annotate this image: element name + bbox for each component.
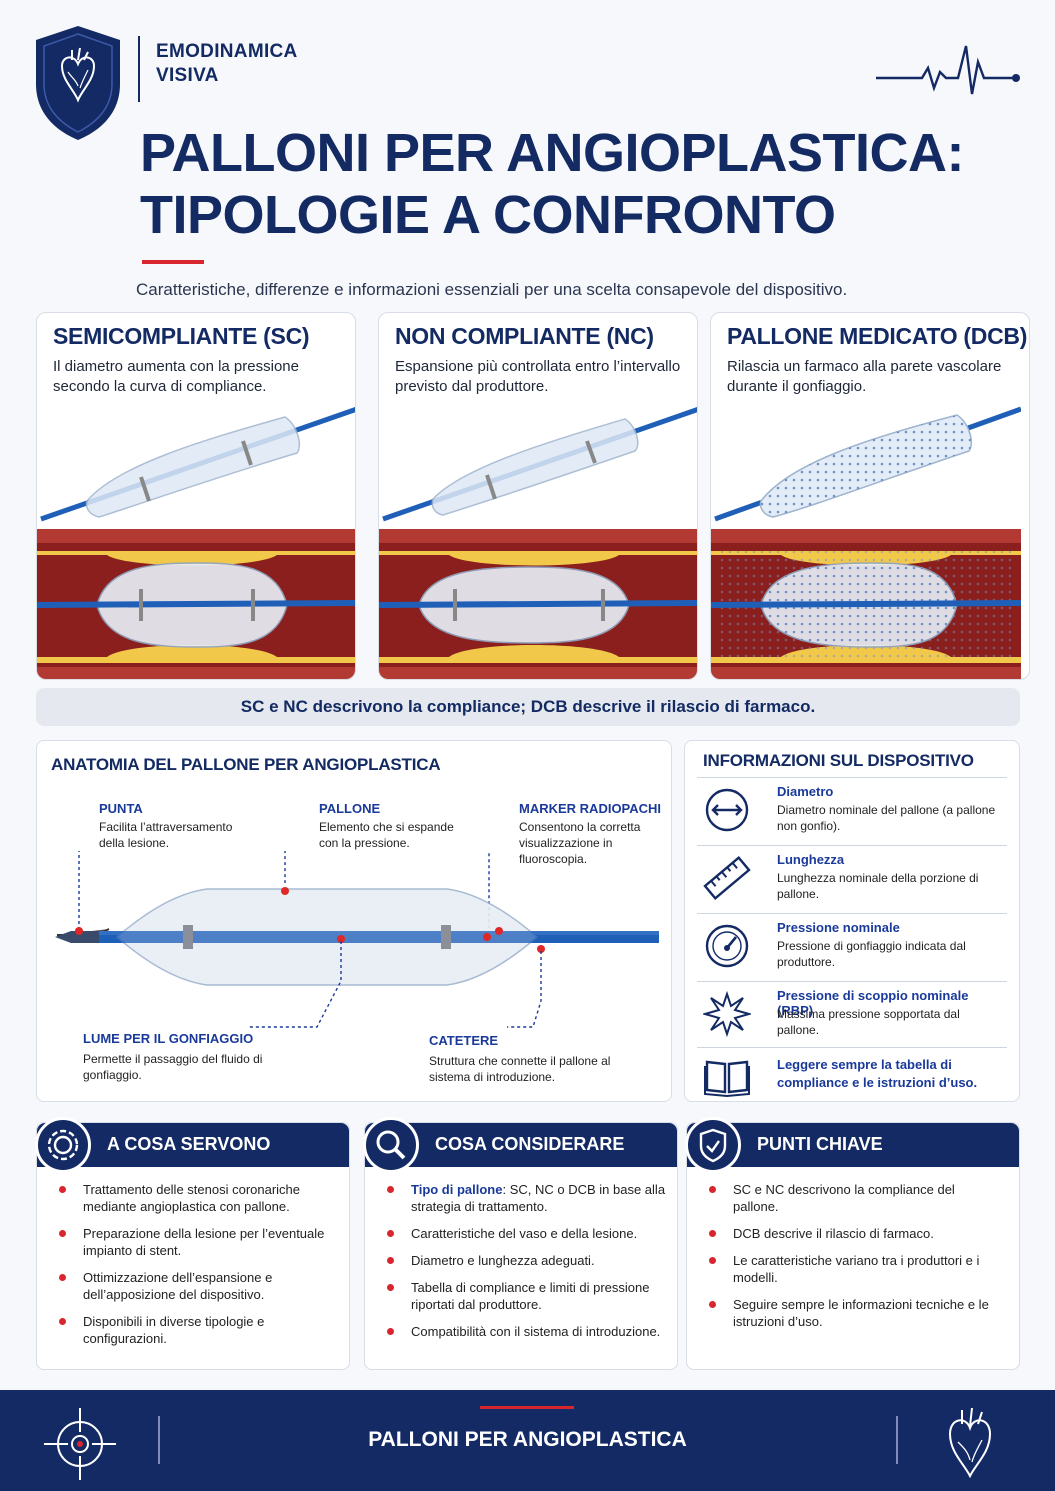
- compliance-summary-band: SC e NC descrivono la compliance; DCB de…: [36, 688, 1020, 726]
- ecg-line-icon: [876, 45, 1020, 95]
- page-title: PALLONI PER ANGIOPLASTICA: TIPOLOGIE A C…: [140, 122, 965, 246]
- card-cosa-considerare: COSA CONSIDERARE Tipo di pallone: SC, NC…: [363, 1117, 678, 1370]
- type-title: SEMICOMPLIANTE (SC): [53, 323, 310, 349]
- text-catetere: Struttura che connette il pallone al sis…: [429, 1054, 611, 1084]
- card-title: PUNTI CHIAVE: [757, 1134, 883, 1154]
- list-item: Trattamento delle stenosi coronariche me…: [57, 1181, 341, 1215]
- info-head: Leggere sempre la tabella di compliance …: [777, 1057, 978, 1090]
- heart-shield-logo: [36, 26, 120, 140]
- card-icon-circle: [685, 1117, 741, 1173]
- list-item: Ottimizzazione dell’espansione e dell’ap…: [57, 1269, 341, 1303]
- heart-icon: [948, 1407, 992, 1479]
- list-item: Tabella di compliance e limiti di pressi…: [385, 1279, 669, 1313]
- list-item: Compatibilità con il sistema di introduz…: [385, 1323, 669, 1340]
- card-list: SC e NC descrivono la compliance del pal…: [707, 1181, 991, 1340]
- type-description: Rilascia un farmaco alla parete vascolar…: [727, 358, 1002, 395]
- info-row-diametro: Diametro Diametro nominale del pallone (…: [697, 777, 1007, 845]
- list-item: Preparazione della lesione per l’eventua…: [57, 1225, 341, 1259]
- footer-accent-bar: [480, 1406, 574, 1409]
- card-a-cosa-servono: A COSA SERVONO Trattamento delle stenosi…: [35, 1117, 350, 1370]
- info-head: Pressione nominale: [777, 920, 900, 935]
- footer: PALLONI PER ANGIOPLASTICA: [0, 1390, 1055, 1491]
- list-item-bold: Tipo di pallone: [411, 1182, 503, 1197]
- card-icon-circle: [35, 1117, 91, 1173]
- title-line-2: TIPOLOGIE A CONFRONTO: [140, 185, 836, 245]
- footer-divider: [896, 1416, 898, 1464]
- list-item: Seguire sempre le informazioni tecniche …: [707, 1296, 991, 1330]
- footer-divider: [158, 1416, 160, 1464]
- list-item: Tipo di pallone: SC, NC o DCB in base al…: [385, 1181, 669, 1215]
- device-info-panel: INFORMAZIONI SUL DISPOSITIVO Diametro Di…: [684, 740, 1020, 1102]
- list-item: Disponibili in diverse tipologie e confi…: [57, 1313, 341, 1347]
- gear-icon: [47, 1129, 79, 1161]
- info-text: Massima pressione sopportata dal pallone…: [777, 1007, 960, 1037]
- label-catetere: CATETERE: [429, 1033, 499, 1048]
- card-title: COSA CONSIDERARE: [435, 1134, 625, 1154]
- brand-name: EMODINAMICA VISIVA: [156, 40, 298, 88]
- info-text: Lunghezza nominale della porzione di pal…: [777, 871, 979, 901]
- text-lume: Permette il passaggio del fluido di gonf…: [83, 1052, 263, 1082]
- type-card-nc: NON COMPLIANTE (NC) Espansione più contr…: [378, 312, 698, 680]
- card-punti-chiave: PUNTI CHIAVE SC e NC descrivono la compl…: [685, 1117, 1020, 1370]
- info-row-leggere: Leggere sempre la tabella di compliance …: [697, 1047, 1007, 1099]
- card-icon-circle: [363, 1117, 419, 1173]
- list-item: DCB descrive il rilascio di farmaco.: [707, 1225, 991, 1242]
- card-list: Tipo di pallone: SC, NC o DCB in base al…: [385, 1181, 669, 1350]
- info-head: Pressione di scoppio nominale (RBP): [777, 988, 969, 1018]
- text-punta: Facilita l’attraversamento della lesione…: [99, 820, 233, 850]
- text-pallone: Elemento che si espande con la pressione…: [319, 820, 454, 850]
- label-pallone: PALLONE: [319, 801, 381, 816]
- info-head: Diametro: [777, 784, 834, 799]
- type-title: PALLONE MEDICATO (DCB): [727, 323, 1028, 349]
- info-row-lunghezza: Lunghezza Lunghezza nominale della porzi…: [697, 845, 1007, 913]
- info-row-rbp: Pressione di scoppio nominale (RBP) Mass…: [697, 981, 1007, 1047]
- card-header: PUNTI CHIAVE: [685, 1117, 1019, 1173]
- label-punta: PUNTA: [99, 801, 143, 816]
- type-card-sc: SEMICOMPLIANTE (SC) Il diametro aumenta …: [36, 312, 356, 680]
- shield-check-icon: [699, 1128, 727, 1163]
- card-title: A COSA SERVONO: [107, 1134, 271, 1154]
- brand-separator: [138, 36, 140, 102]
- ruler-icon: [703, 856, 751, 900]
- type-card-dcb: PALLONE MEDICATO (DCB) Rilascia un farma…: [710, 312, 1030, 680]
- card-header: A COSA SERVONO: [35, 1117, 349, 1173]
- footer-title: PALLONI PER ANGIOPLASTICA: [368, 1428, 687, 1451]
- anatomy-panel: ANATOMIA DEL PALLONE PER ANGIOPLASTICA P…: [36, 740, 672, 1102]
- gauge-icon: [705, 924, 749, 968]
- dcb-balloon-illustration: [711, 406, 1021, 679]
- nc-balloon-illustration: [379, 407, 697, 679]
- card-list: Trattamento delle stenosi coronariche me…: [57, 1181, 341, 1357]
- type-title: NON COMPLIANTE (NC): [395, 323, 654, 349]
- label-lume: LUME PER IL GONFIAGGIO: [83, 1031, 254, 1046]
- type-description: Espansione più controllata entro l’inter…: [395, 358, 681, 395]
- info-row-pressione: Pressione nominale Pressione di gonfiagg…: [697, 913, 1007, 981]
- info-text: Diametro nominale del pallone (a pallone…: [777, 803, 996, 833]
- list-item: Diametro e lunghezza adeguati.: [385, 1252, 669, 1269]
- title-line-1: PALLONI PER ANGIOPLASTICA:: [140, 123, 965, 183]
- list-item: Caratteristiche del vaso e della lesione…: [385, 1225, 669, 1242]
- info-head: Lunghezza: [777, 852, 845, 867]
- diameter-icon: [705, 788, 749, 832]
- burst-icon: [703, 990, 751, 1038]
- list-item-text: : SC, NC o DCB in base alla strategia di…: [411, 1182, 666, 1214]
- info-text: Pressione di gonfiaggio indicata dal pro…: [777, 939, 966, 969]
- balloon-anatomy-diagram: [55, 851, 659, 1028]
- brand-line-2: VISIVA: [156, 65, 219, 86]
- list-item: SC e NC descrivono la compliance del pal…: [707, 1181, 991, 1215]
- text-marker: Consentono la corretta visualizzazione i…: [519, 820, 641, 866]
- card-header: COSA CONSIDERARE: [363, 1117, 677, 1173]
- brand-line-1: EMODINAMICA: [156, 41, 298, 62]
- title-accent-bar: [142, 260, 204, 264]
- target-icon: [44, 1408, 116, 1480]
- info-title: INFORMAZIONI SUL DISPOSITIVO: [703, 751, 974, 770]
- sc-balloon-illustration: [37, 407, 355, 679]
- type-description: Il diametro aumenta con la pressione sec…: [53, 358, 299, 395]
- book-icon: [704, 1060, 750, 1098]
- page-subtitle: Caratteristiche, differenze e informazio…: [136, 280, 848, 299]
- list-item: Le caratteristiche variano tra i produtt…: [707, 1252, 991, 1286]
- anatomy-title: ANATOMIA DEL PALLONE PER ANGIOPLASTICA: [51, 755, 441, 774]
- search-icon: [376, 1130, 406, 1160]
- label-marker: MARKER RADIOPACHI: [519, 801, 662, 816]
